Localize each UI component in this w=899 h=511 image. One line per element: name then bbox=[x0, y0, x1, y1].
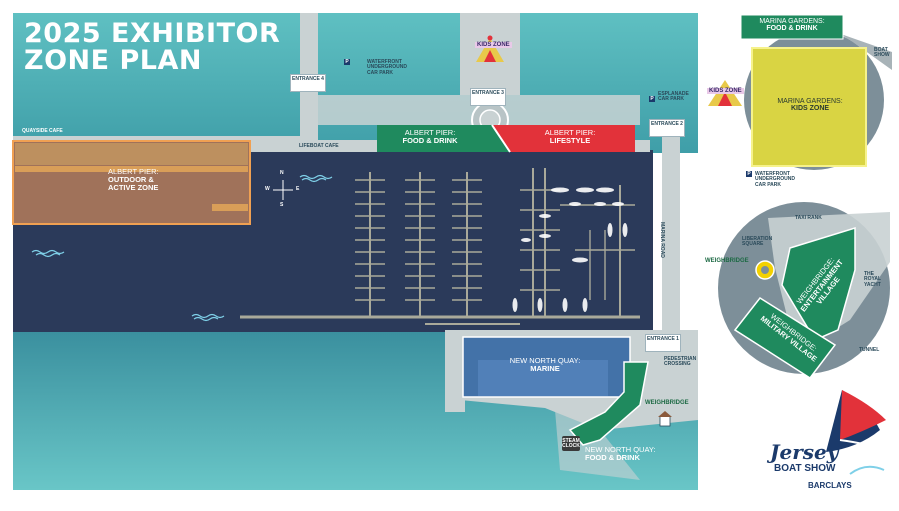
nnq-food-line2: FOOD & DRINK bbox=[585, 452, 640, 462]
compass-n: N bbox=[280, 170, 284, 176]
compass-w: W bbox=[265, 186, 270, 192]
lifeboat-cafe-label: LIFEBOAT CAFE bbox=[299, 143, 339, 149]
marina-parking-icon: P bbox=[746, 171, 752, 177]
albert-outdoor-line1: ALBERT PIER: bbox=[108, 167, 159, 176]
marina-gardens-kids-zone bbox=[751, 47, 867, 167]
title-line-2: ZONE PLAN bbox=[24, 45, 202, 76]
albert-food-label: ALBERT PIER: FOOD & DRINK bbox=[385, 129, 475, 145]
marina-parking-line1: WATERFRONT bbox=[755, 171, 790, 177]
boat-show-sail-logo bbox=[826, 390, 891, 475]
albert-food-line2: FOOD & DRINK bbox=[402, 135, 458, 145]
marina-banner-line1: MARINA GARDENS: bbox=[759, 18, 825, 25]
pontoons bbox=[240, 168, 640, 325]
weighbridge-map-label: WEIGHBRIDGE bbox=[645, 400, 689, 406]
taxi-rank-label: TAXI RANK bbox=[795, 215, 822, 221]
entrance-4-label: ENTRANCE 4 bbox=[292, 76, 324, 82]
tunnel-label: TUNNEL bbox=[859, 347, 880, 353]
entrance-2[interactable]: ENTRANCE 2 bbox=[649, 119, 685, 137]
title-line-1: 2025 EXHIBITOR bbox=[24, 18, 281, 49]
entrance-4[interactable]: ENTRANCE 4 bbox=[290, 74, 326, 92]
esplanade-parking-line2: CAR PARK bbox=[658, 96, 685, 103]
esplanade-parking-label: ESPLANADE CAR PARK bbox=[658, 91, 689, 103]
nnq-marine-label: NEW NORTH QUAY: MARINE bbox=[500, 357, 590, 373]
entrance-1[interactable]: ENTRANCE 1 bbox=[645, 334, 681, 352]
quay-road-bottom bbox=[445, 395, 465, 412]
albert-lifestyle-line2: LIFESTYLE bbox=[549, 135, 591, 145]
waterfront-parking-line2: UNDERGROUND bbox=[367, 64, 407, 71]
marina-food-banner bbox=[740, 14, 844, 40]
entrance-3[interactable]: ENTRANCE 3 bbox=[470, 88, 506, 106]
royal-yacht-label: THE ROYAL YACHT bbox=[864, 271, 882, 288]
liberation-square-line1: LIBERATION bbox=[742, 236, 773, 242]
boat-show-direction-label: BOAT SHOW bbox=[874, 47, 890, 59]
esplanade-parking-line1: ESPLANADE bbox=[658, 91, 689, 97]
royal-yacht-line3: YACHT bbox=[864, 281, 881, 288]
weighbridge-inset-sign: WEIGHBRIDGE bbox=[705, 258, 749, 264]
marina-kids-line2: KIDS ZONE bbox=[790, 105, 830, 113]
compass-rose bbox=[273, 180, 293, 200]
esplanade-parking-icon: P bbox=[649, 96, 655, 102]
albert-outdoor-line3: ACTIVE ZONE bbox=[108, 182, 159, 192]
marina-parking-line2: UNDERGROUND bbox=[755, 176, 795, 183]
waterfront-parking-icon: P bbox=[344, 59, 350, 65]
weighbridge-entertainment-zone bbox=[781, 226, 856, 341]
royal-yacht-line1: THE bbox=[864, 271, 874, 277]
boat-show-line2: SHOW bbox=[874, 52, 890, 59]
albert-pier-food-zone bbox=[377, 125, 510, 152]
boat-show-line1: BOAT bbox=[874, 47, 888, 53]
entrance-3-label: ENTRANCE 3 bbox=[472, 90, 504, 96]
waterfront-parking-line1: WATERFRONT bbox=[367, 59, 402, 65]
weighbridge-military-zone bbox=[733, 297, 837, 380]
marina-banner-label: MARINA GARDENS: FOOD & DRINK bbox=[745, 18, 839, 33]
marina-kids-label: MARINA GARDENS: KIDS ZONE bbox=[760, 98, 860, 113]
steam-clock-label: STEAM CLOCK bbox=[561, 438, 581, 450]
steam-clock-line2: CLOCK bbox=[562, 443, 580, 450]
compass-e: E bbox=[296, 186, 300, 192]
liberation-square-label: LIBERATION SQUARE bbox=[742, 236, 773, 248]
albert-outdoor-line2: OUTDOOR & bbox=[108, 174, 154, 184]
kids-zone-tent-top bbox=[476, 35, 504, 62]
waves bbox=[31, 174, 333, 322]
royal-yacht-line2: ROYAL bbox=[864, 276, 882, 283]
compass-s: S bbox=[280, 202, 284, 208]
road-right bbox=[662, 130, 680, 340]
liberation-square-line2: SQUARE bbox=[742, 241, 764, 248]
logo-sponsor: BARCLAYS bbox=[808, 481, 852, 490]
quayside-cafe-label: QUAYSIDE CAFE bbox=[22, 128, 63, 134]
albert-lifestyle-label: ALBERT PIER: LIFESTYLE bbox=[530, 129, 610, 145]
steam-clock-marker bbox=[562, 436, 580, 451]
weighbridge-hut bbox=[658, 411, 672, 427]
kids-zone-badge: KIDS ZONE bbox=[475, 42, 512, 49]
new-north-quay-food-zone bbox=[568, 361, 649, 446]
albert-pier-lifestyle-zone bbox=[492, 125, 635, 152]
nnq-food-line1: NEW NORTH QUAY: bbox=[585, 445, 656, 454]
pedestrian-crossing-label: PEDESTRIAN CROSSING bbox=[664, 356, 697, 368]
steam-clock-line1: STEAM bbox=[562, 438, 580, 444]
marina-parking-line3: CAR PARK bbox=[755, 181, 782, 188]
logo-boat-show: BOAT SHOW bbox=[774, 463, 836, 474]
nnq-marine-line2: MARINE bbox=[530, 363, 560, 373]
waterfront-parking-label: WATERFRONT UNDERGROUND CAR PARK bbox=[367, 59, 407, 76]
entrance-1-label: ENTRANCE 1 bbox=[647, 336, 679, 342]
nnq-marine-line1: NEW NORTH QUAY: bbox=[509, 356, 581, 365]
marina-parking-label: WATERFRONT UNDERGROUND CAR PARK bbox=[755, 171, 795, 188]
albert-outdoor-label: ALBERT PIER: OUTDOOR & ACTIVE ZONE bbox=[108, 168, 159, 192]
jersey-boat-show-logo: Jersey BOAT SHOW BARCLAYS bbox=[770, 392, 888, 496]
pedestrian-crossing-line2: CROSSING bbox=[664, 361, 691, 368]
boats bbox=[512, 187, 628, 312]
albert-food-line1: ALBERT PIER: bbox=[404, 128, 456, 137]
waterfront-parking-line3: CAR PARK bbox=[367, 69, 394, 76]
marina-kids-line1: MARINA GARDENS: bbox=[777, 98, 843, 105]
pedestrian-crossing-line1: PEDESTRIAN bbox=[664, 356, 697, 362]
albert-lifestyle-line1: ALBERT PIER: bbox=[544, 128, 596, 137]
marina-banner-line2: FOOD & DRINK bbox=[766, 25, 818, 33]
entrance-2-label: ENTRANCE 2 bbox=[651, 121, 683, 127]
marina-kids-badge: KIDS ZONE bbox=[707, 88, 744, 95]
marina-road-label: MARINA ROAD bbox=[659, 222, 665, 258]
nnq-food-label: NEW NORTH QUAY: FOOD & DRINK bbox=[585, 446, 665, 462]
logo-jersey: Jersey bbox=[770, 440, 839, 464]
map-title: 2025 EXHIBITOR ZONE PLAN bbox=[24, 20, 280, 74]
